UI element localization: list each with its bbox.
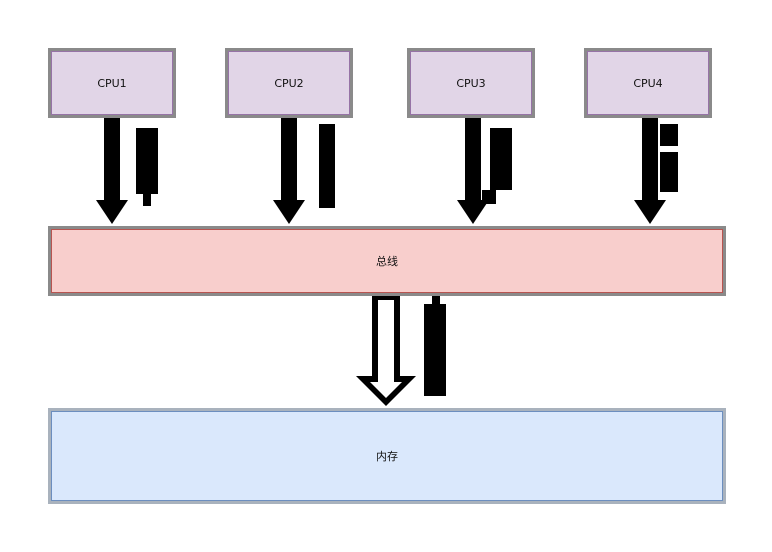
cpu2-box: CPU2 <box>225 48 353 118</box>
cpu3-to-bus-arrow <box>457 118 512 224</box>
cpu4-label: CPU4 <box>633 76 663 90</box>
memory-label: 内存 <box>376 450 398 463</box>
cpu1-box: CPU1 <box>48 48 176 118</box>
bus-to-memory-arrow <box>356 296 446 406</box>
cpu4-to-bus-arrow <box>634 118 678 224</box>
bus-label: 总线 <box>376 255 398 268</box>
cpu3-box: CPU3 <box>407 48 535 118</box>
memory-box: 内存 <box>48 408 726 504</box>
cpu1-label: CPU1 <box>97 76 127 90</box>
cpu1-to-bus-arrow <box>96 118 158 224</box>
cpu2-to-bus-arrow <box>273 118 335 224</box>
cpu4-box: CPU4 <box>584 48 712 118</box>
cpu2-label: CPU2 <box>274 76 304 90</box>
bus-box: 总线 <box>48 226 726 296</box>
cpu3-label: CPU3 <box>456 76 486 90</box>
